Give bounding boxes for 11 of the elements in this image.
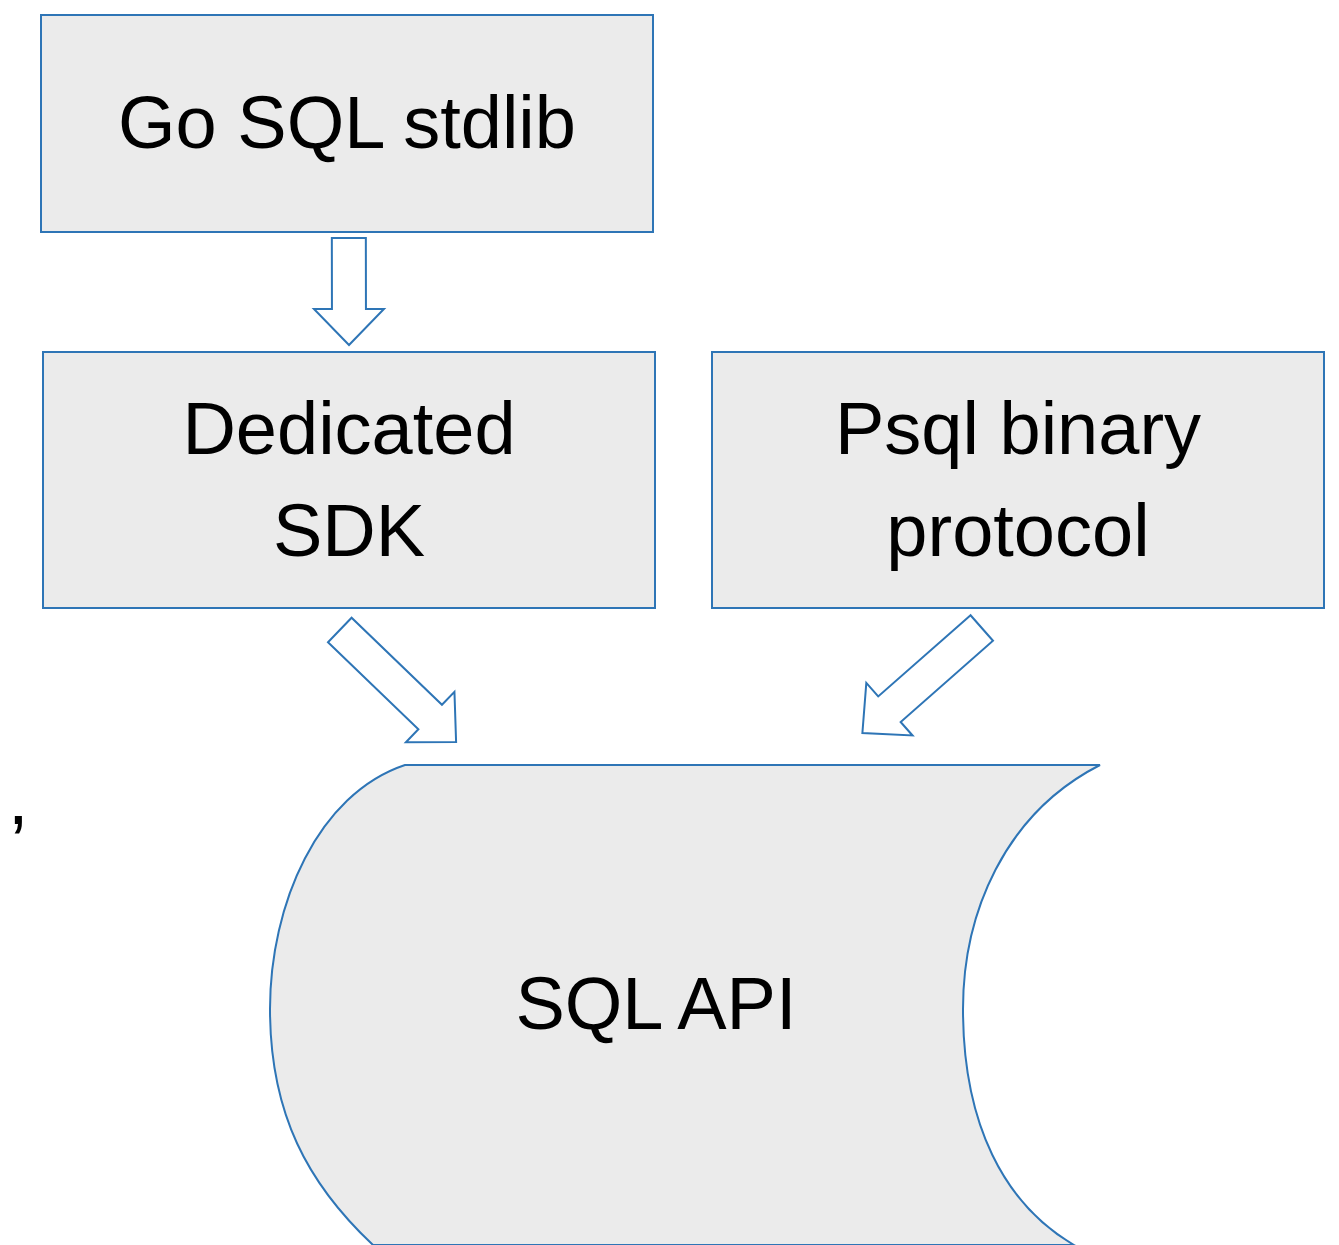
box-label: Go SQL stdlib <box>118 80 576 167</box>
box-label: Psql binary protocol <box>833 385 1203 574</box>
block-arrow <box>861 613 995 737</box>
block-arrow <box>311 236 387 347</box>
box-label: SQL API <box>515 961 797 1048</box>
process-box <box>42 351 656 609</box>
process-box <box>711 351 1325 609</box>
box-label: Dedicated SDK <box>181 385 517 574</box>
process-box <box>40 14 654 233</box>
block-arrow <box>326 616 458 744</box>
stray-mark: , <box>8 762 29 836</box>
